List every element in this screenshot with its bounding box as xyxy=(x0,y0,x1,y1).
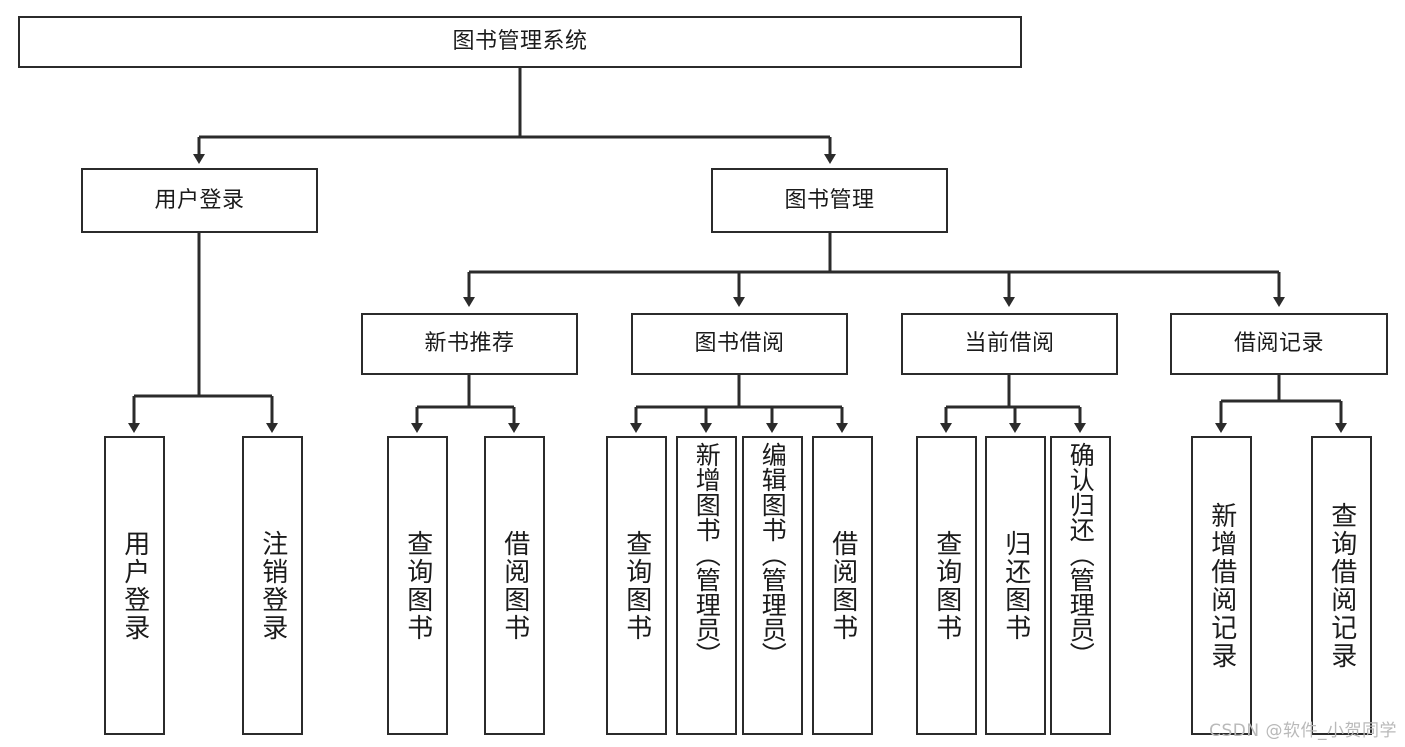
node-book-borrow[interactable]: 图书借阅 xyxy=(631,313,848,375)
leaf-query-book-borrow[interactable]: 查询图书 xyxy=(606,436,667,735)
node-label: 图书管理 xyxy=(784,187,875,213)
node-user-login[interactable]: 用户登录 xyxy=(81,168,318,233)
node-label: 借阅记录 xyxy=(1233,331,1324,357)
node-label: 编辑图书（管理员） xyxy=(758,442,788,667)
leaf-confirm-return-admin[interactable]: 确认归还（管理员） xyxy=(1050,436,1111,735)
node-root-system[interactable]: 图书管理系统 xyxy=(18,16,1022,68)
leaf-edit-book-admin[interactable]: 编辑图书（管理员） xyxy=(742,436,803,735)
node-book-management[interactable]: 图书管理 xyxy=(711,168,948,233)
leaf-user-login[interactable]: 用户登录 xyxy=(104,436,165,735)
leaf-borrow-book-recommend[interactable]: 借阅图书 xyxy=(484,436,545,735)
node-label: 归还图书 xyxy=(1000,529,1031,642)
node-label: 图书借阅 xyxy=(694,331,785,357)
node-label: 借阅图书 xyxy=(827,529,858,642)
leaf-borrow-book[interactable]: 借阅图书 xyxy=(812,436,873,735)
node-new-book-recommend[interactable]: 新书推荐 xyxy=(361,313,578,375)
leaf-logout[interactable]: 注销登录 xyxy=(242,436,303,735)
leaf-query-borrow-record[interactable]: 查询借阅记录 xyxy=(1311,436,1372,735)
csdn-watermark: CSDN @软件_小贺同学 xyxy=(1209,721,1397,741)
leaf-query-book-current[interactable]: 查询图书 xyxy=(916,436,977,735)
node-label: 注销登录 xyxy=(257,529,288,642)
node-label: 图书管理系统 xyxy=(452,29,588,55)
node-label: 查询图书 xyxy=(621,529,652,642)
node-label: 新增借阅记录 xyxy=(1206,501,1237,670)
node-label: 当前借阅 xyxy=(964,331,1055,357)
node-label: 查询图书 xyxy=(402,529,433,642)
node-label: 新书推荐 xyxy=(424,331,515,357)
node-label: 查询图书 xyxy=(931,529,962,642)
node-borrow-records[interactable]: 借阅记录 xyxy=(1170,313,1388,375)
node-label: 确认归还（管理员） xyxy=(1066,442,1096,667)
leaf-add-book-admin[interactable]: 新增图书（管理员） xyxy=(676,436,737,735)
leaf-return-book[interactable]: 归还图书 xyxy=(985,436,1046,735)
leaf-query-book-recommend[interactable]: 查询图书 xyxy=(387,436,448,735)
node-label: 用户登录 xyxy=(119,529,150,642)
node-label: 借阅图书 xyxy=(499,529,530,642)
node-label: 查询借阅记录 xyxy=(1326,501,1357,670)
node-label: 新增图书（管理员） xyxy=(692,442,722,667)
node-label: 用户登录 xyxy=(154,187,245,213)
node-current-borrow[interactable]: 当前借阅 xyxy=(901,313,1118,375)
leaf-add-borrow-record[interactable]: 新增借阅记录 xyxy=(1191,436,1252,735)
